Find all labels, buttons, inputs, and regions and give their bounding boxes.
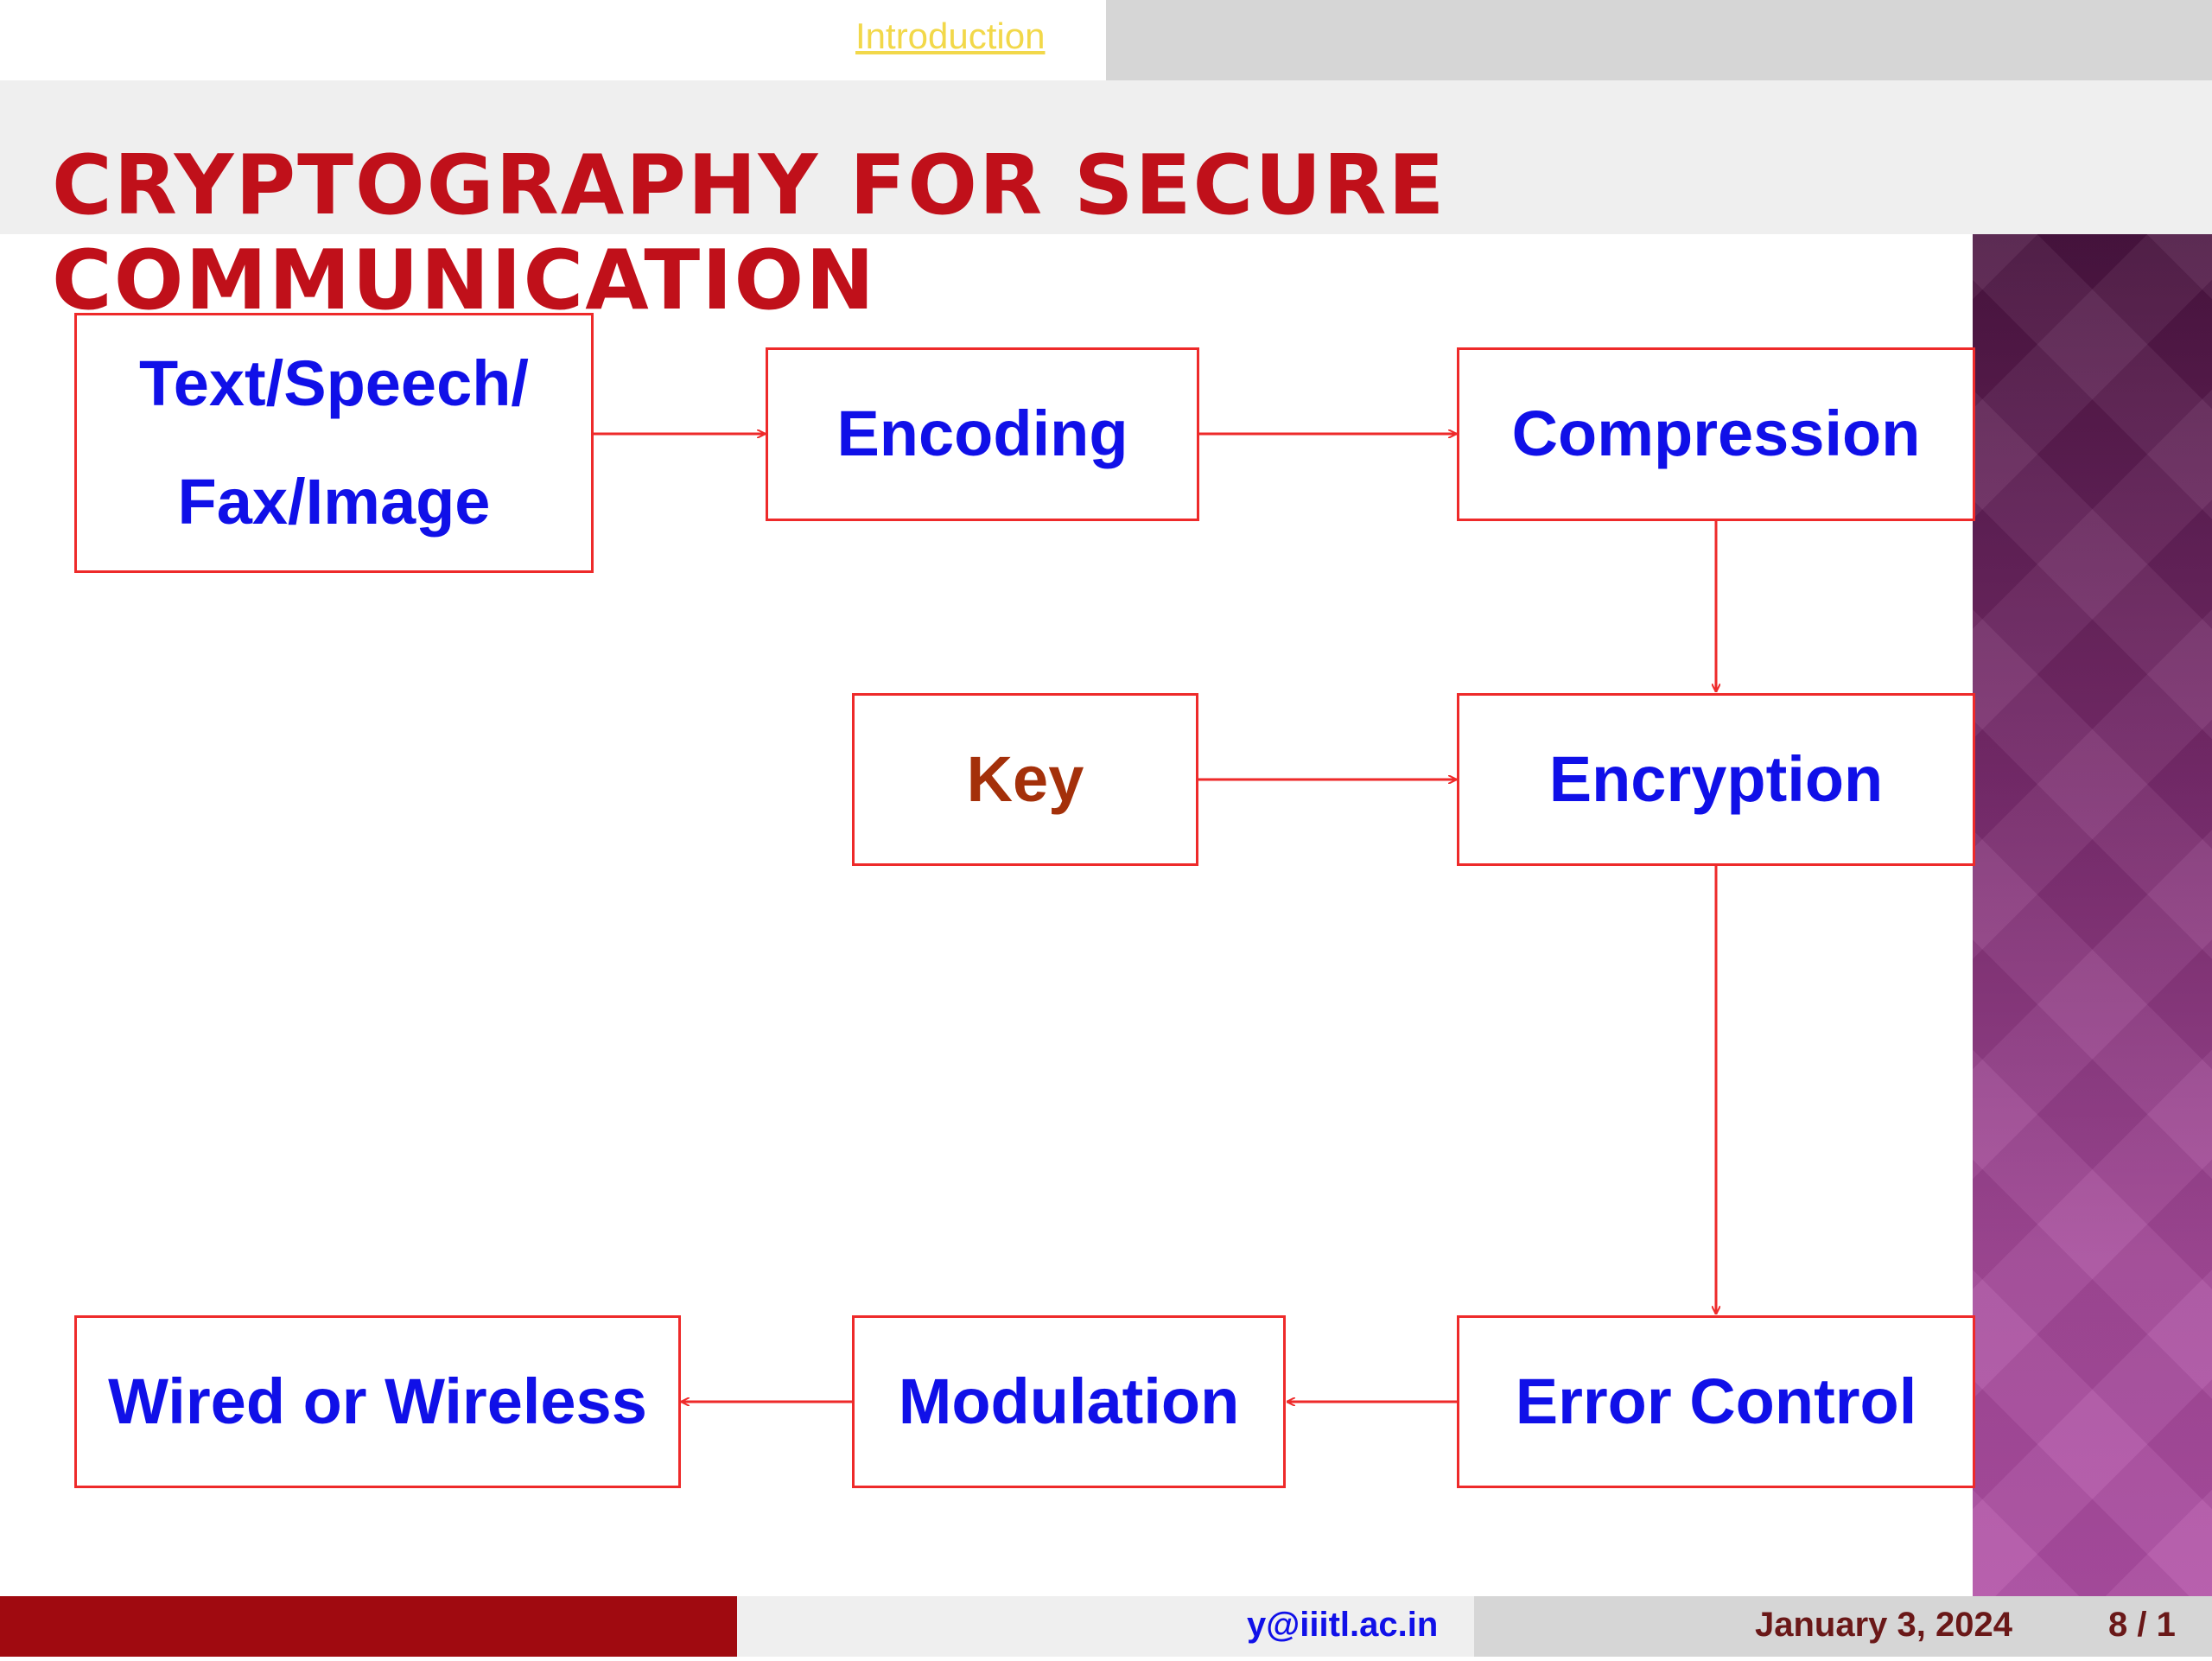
node-encryption: Encryption xyxy=(1457,693,1975,866)
title-band xyxy=(0,80,2212,234)
node-channel: Wired or Wireless xyxy=(74,1315,681,1488)
footer-date: January 3, 2024 xyxy=(1755,1606,2012,1644)
node-source-label: Text/Speech/ Fax/Image xyxy=(138,347,529,538)
footer-page-number: 8 / 1 xyxy=(2108,1606,2176,1644)
node-modulation-label: Modulation xyxy=(898,1365,1240,1437)
top-bar-right xyxy=(1106,0,2212,80)
footer-author-band xyxy=(0,1596,737,1657)
node-encoding: Encoding xyxy=(766,347,1199,521)
node-channel-label: Wired or Wireless xyxy=(108,1365,647,1437)
footer-date-band xyxy=(1474,1596,2212,1657)
node-compression: Compression xyxy=(1457,347,1975,521)
node-key: Key xyxy=(852,693,1198,866)
node-modulation: Modulation xyxy=(852,1315,1286,1488)
top-bar-left xyxy=(0,0,1106,80)
node-source: Text/Speech/ Fax/Image xyxy=(74,313,594,573)
node-encryption-label: Encryption xyxy=(1548,742,1884,815)
decorative-side-panel xyxy=(1973,234,2212,1600)
node-key-label: Key xyxy=(966,742,1084,815)
node-error-control: Error Control xyxy=(1457,1315,1975,1488)
section-nav-introduction[interactable]: Introduction xyxy=(855,16,1046,56)
footer-email: y@iiitl.ac.in xyxy=(1247,1606,1439,1644)
slide-title: CRYPTOGRAPHY FOR SECURE COMMUNICATION xyxy=(52,138,1446,328)
node-compression-label: Compression xyxy=(1511,398,1921,470)
node-encoding-label: Encoding xyxy=(836,398,1128,470)
node-error-control-label: Error Control xyxy=(1515,1365,1917,1437)
footer-title-band xyxy=(737,1596,1474,1657)
